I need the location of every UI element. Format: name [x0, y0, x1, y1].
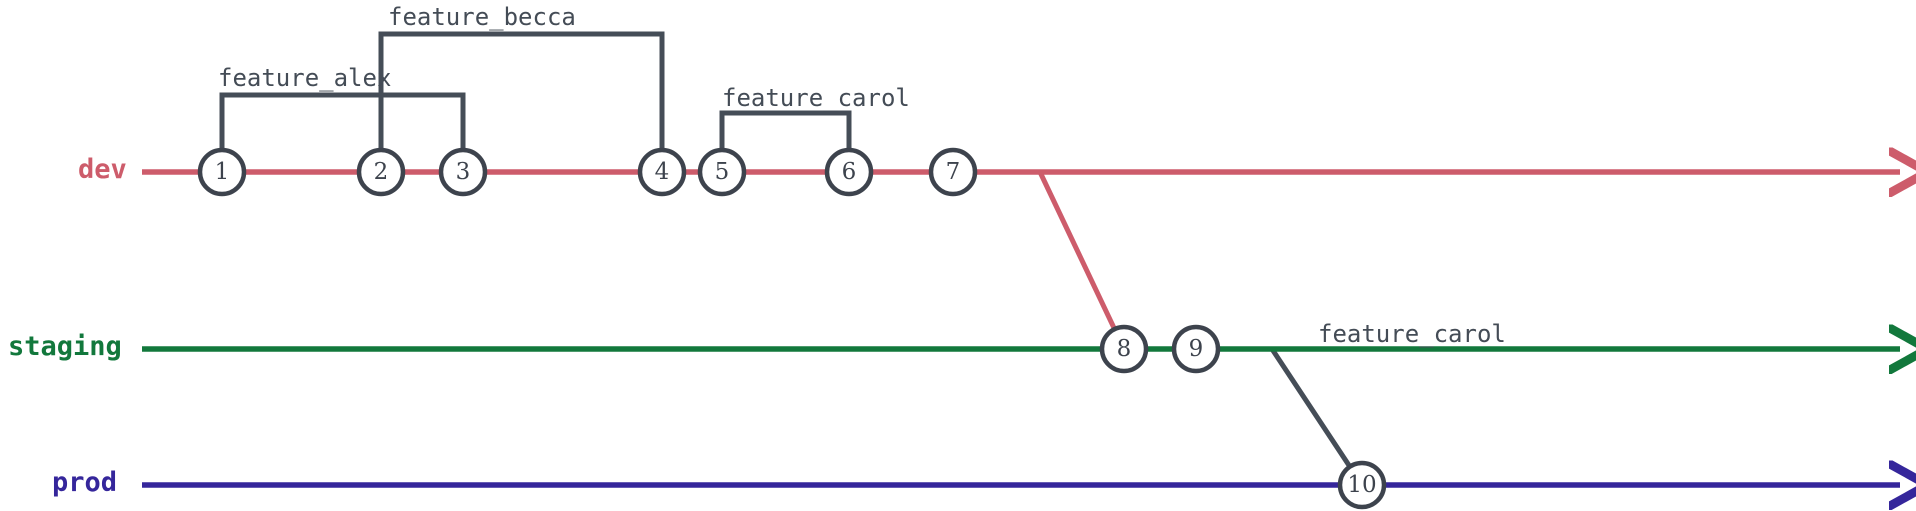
feature-label-feature_carol: feature_carol	[722, 84, 910, 112]
commit-circle-7	[928, 147, 978, 197]
feature-label-feature_alex: feature_alex	[218, 64, 392, 92]
commit-label-5: 5	[715, 159, 730, 185]
commit-circle-9	[1171, 324, 1221, 374]
commit-label-9: 9	[1189, 336, 1204, 362]
commit-node-10[interactable]: 10	[1337, 460, 1387, 510]
merge-edge-dev-to-staging	[1037, 170, 1118, 332]
branch-label-prod: prod	[52, 467, 118, 498]
branch-line-layer	[142, 172, 1900, 485]
commit-circle-6	[824, 147, 874, 197]
commit-node-5[interactable]: 5	[697, 147, 747, 197]
branch-label-staging: staging	[8, 331, 122, 362]
feature-bracket-feature_carol	[719, 110, 852, 150]
commit-label-8: 8	[1117, 336, 1132, 362]
commit-node-3[interactable]: 3	[438, 147, 488, 197]
commit-label-2: 2	[374, 159, 389, 185]
commit-node-8[interactable]: 8	[1099, 324, 1149, 374]
feature-label-feature_becca: feature_becca	[388, 3, 576, 31]
commit-node-layer: 1 2 3 4 5 6 7 8 9 10	[197, 147, 1387, 510]
feature-bracket-layer	[219, 31, 852, 150]
commit-node-9[interactable]: 9	[1171, 324, 1221, 374]
merge-edge-staging-to-prod-feature-carol	[1269, 347, 1353, 469]
commit-label-7: 7	[946, 159, 961, 185]
commit-label-3: 3	[456, 159, 471, 185]
commit-node-7[interactable]: 7	[928, 147, 978, 197]
commit-circle-4	[637, 147, 687, 197]
commit-label-4: 4	[655, 159, 670, 185]
commit-label-6: 6	[842, 159, 857, 185]
feature-bracket-feature_alex	[219, 92, 466, 150]
commit-circle-3	[438, 147, 488, 197]
commit-circle-8	[1099, 324, 1149, 374]
edge-label-feature_carol_prod: feature_carol	[1318, 320, 1506, 348]
branch-label-dev: dev	[78, 154, 127, 185]
commit-node-6[interactable]: 6	[824, 147, 874, 197]
commit-circle-1	[197, 147, 247, 197]
feature-bracket-feature_becca	[378, 31, 665, 150]
commit-node-2[interactable]: 2	[356, 147, 406, 197]
merge-edge-layer	[1037, 170, 1353, 469]
commit-label-10: 10	[1347, 472, 1376, 498]
commit-node-4[interactable]: 4	[637, 147, 687, 197]
commit-node-1[interactable]: 1	[197, 147, 247, 197]
commit-label-1: 1	[215, 159, 230, 185]
commit-circle-5	[697, 147, 747, 197]
commit-circle-2	[356, 147, 406, 197]
commit-circle-10	[1337, 460, 1387, 510]
